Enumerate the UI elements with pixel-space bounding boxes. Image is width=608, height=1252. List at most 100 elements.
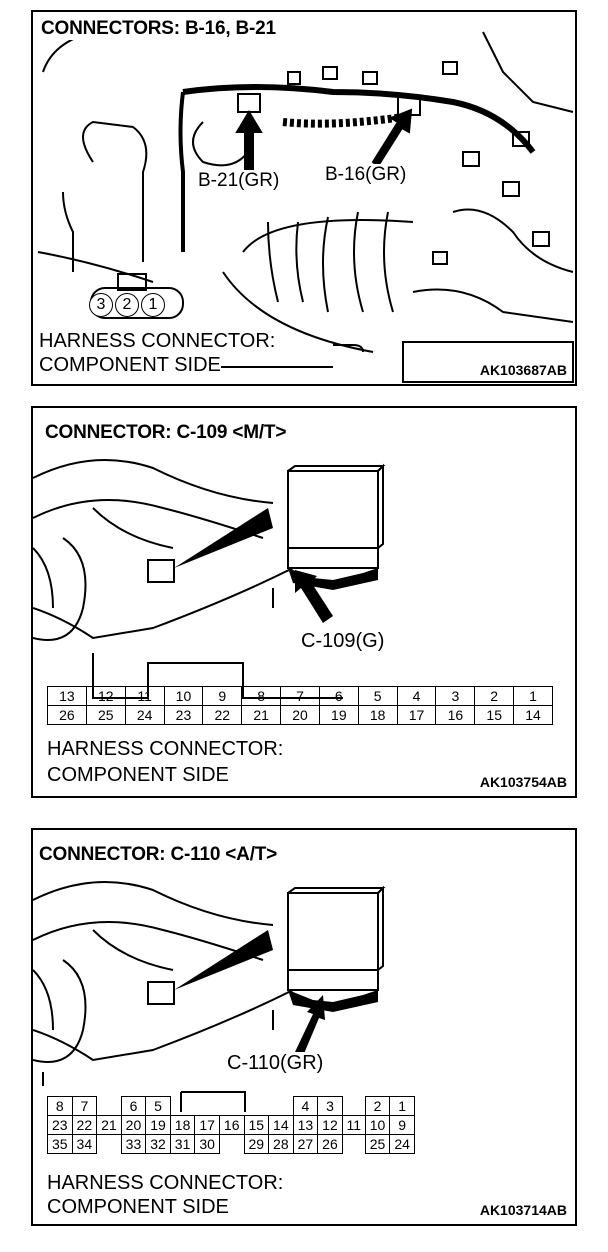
- pin-2: 2: [115, 293, 139, 317]
- pin-cell: 8: [241, 686, 282, 706]
- pin-cell: 20: [120, 1115, 147, 1135]
- pin-cell: 17: [396, 705, 437, 725]
- pin-cell: 22: [202, 705, 243, 725]
- pin-cell: 8: [47, 1096, 73, 1116]
- pin-cell: 32: [145, 1134, 171, 1154]
- pin-cell: 21: [241, 705, 282, 725]
- pin-cell: 18: [357, 705, 398, 725]
- dashboard-illustration: [33, 881, 386, 1112]
- pin-cell: 7: [71, 1096, 98, 1116]
- pin-cell: 28: [268, 1134, 294, 1154]
- panel-title: CONNECTOR: C-109 <M/T>: [45, 422, 287, 444]
- caption-line1: HARNESS CONNECTOR:: [39, 330, 276, 353]
- pin-gap: [97, 1135, 122, 1154]
- pin-cell: 19: [145, 1115, 171, 1135]
- pin-cell: 17: [194, 1115, 220, 1135]
- pin-cell: 20: [280, 705, 320, 725]
- pin-cell: 4: [292, 1096, 319, 1116]
- pin-cell: 2: [364, 1096, 391, 1116]
- pin-cell: 22: [71, 1115, 98, 1135]
- pin-gap: [170, 1097, 195, 1116]
- pin-gap: [219, 1135, 244, 1154]
- figure-code: AK103754AB: [479, 774, 567, 790]
- pin-cell: 3: [435, 686, 476, 706]
- pin-cell: 15: [243, 1115, 270, 1135]
- pin-cell: 25: [85, 705, 126, 725]
- pin-cell: 6: [318, 686, 359, 706]
- pin-gap: [219, 1097, 244, 1116]
- caption-line1: HARNESS CONNECTOR:: [47, 738, 284, 761]
- pin-cell: 26: [317, 1134, 343, 1154]
- pin-cell: 1: [389, 1096, 415, 1116]
- pin-cell: 12: [317, 1115, 343, 1135]
- caption-line2: COMPONENT SIDE: [39, 354, 221, 377]
- pin-cell: 7: [280, 686, 320, 706]
- panel-title: CONNECTORS: B-16, B-21: [41, 18, 276, 40]
- pin-cell: 2: [474, 686, 515, 706]
- pin-cell: 27: [292, 1134, 319, 1154]
- dashboard-illustration: [33, 459, 386, 699]
- pin-cell: 5: [357, 686, 398, 706]
- pin-cell: 9: [389, 1115, 415, 1135]
- pin-cell: 31: [169, 1134, 196, 1154]
- pin-cell: 16: [218, 1115, 245, 1135]
- pin-cell: 10: [364, 1115, 391, 1135]
- pin-cell: 18: [169, 1115, 196, 1135]
- pin-gap: [97, 1097, 122, 1116]
- engine-bay-illustration: [37, 21, 574, 383]
- pin-cell: 21: [96, 1115, 122, 1135]
- pin-1: 1: [141, 293, 165, 317]
- b21-label: B-21(GR): [198, 170, 280, 192]
- caption-line1: HARNESS CONNECTOR:: [47, 1172, 284, 1195]
- pin-cell: 29: [243, 1134, 270, 1154]
- pin-cell: 11: [341, 1115, 366, 1135]
- pin-cell: 26: [47, 705, 87, 725]
- pin-cell: 10: [163, 686, 204, 706]
- pin-cell: 6: [120, 1096, 147, 1116]
- pin-cell: 13: [47, 686, 87, 706]
- pin-cell: 34: [71, 1134, 98, 1154]
- c110-label: C-110(GR): [227, 1052, 324, 1075]
- figure-code: AK103714AB: [479, 1202, 567, 1218]
- pin-cell: 15: [474, 705, 515, 725]
- pin-cell: 9: [202, 686, 243, 706]
- b16-label: B-16(GR): [325, 164, 407, 186]
- pin-cell: 16: [435, 705, 476, 725]
- pin-cell: 24: [389, 1134, 415, 1154]
- pin-cell: 23: [47, 1115, 73, 1135]
- pin-cell: 13: [292, 1115, 319, 1135]
- pin-cell: 11: [124, 686, 165, 706]
- pin-cell: 30: [194, 1134, 220, 1154]
- c109-label: C-109(G): [301, 630, 385, 653]
- pin-gap: [342, 1135, 365, 1154]
- pin-cell: 12: [85, 686, 126, 706]
- panel-b16-b21: CONNECTORS: B-16, B-21 B-21(GR) B-16(GR)…: [31, 10, 577, 386]
- figure-code: AK103687AB: [479, 362, 567, 378]
- pin-cell: 24: [124, 705, 165, 725]
- pin-gap: [244, 1097, 269, 1116]
- pin-cell: 14: [268, 1115, 294, 1135]
- pin-cell: 4: [396, 686, 437, 706]
- pin-cell: 25: [364, 1134, 391, 1154]
- pin-gap: [195, 1097, 220, 1116]
- pin-cell: 35: [47, 1134, 73, 1154]
- pin-cell: 5: [145, 1096, 171, 1116]
- pin-3: 3: [89, 293, 113, 317]
- caption-line2: COMPONENT SIDE: [47, 1196, 229, 1219]
- pin-cell: 3: [317, 1096, 343, 1116]
- pin-cell: 1: [513, 686, 553, 706]
- panel-title: CONNECTOR: C-110 <A/T>: [39, 844, 278, 866]
- pin-cell: 33: [120, 1134, 147, 1154]
- pin-cell: 23: [163, 705, 204, 725]
- pin-gap: [342, 1097, 365, 1116]
- pin-cell: 14: [513, 705, 553, 725]
